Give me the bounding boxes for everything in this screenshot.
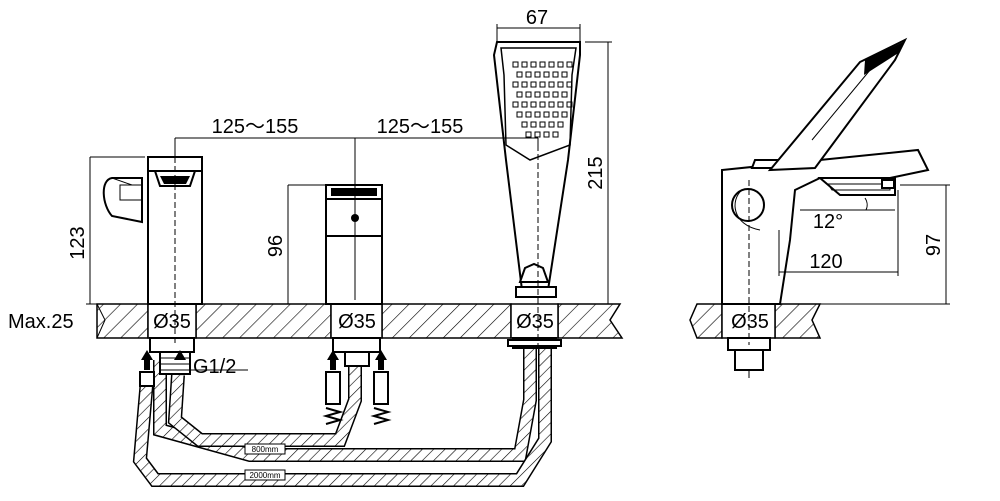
nozzle	[548, 81, 555, 88]
nozzle	[516, 111, 523, 118]
deck-thickness-label: Max.25	[8, 311, 74, 333]
spout-angle-label: 12°	[813, 211, 843, 233]
nozzle	[516, 71, 523, 78]
nozzle	[539, 61, 546, 68]
nozzle	[561, 111, 568, 118]
nozzle	[521, 101, 528, 108]
hole-diameter-3: Ø35	[516, 311, 554, 333]
nozzle	[566, 61, 573, 68]
spacing-right-label: 125～155	[377, 116, 464, 138]
nozzle	[552, 91, 559, 98]
nozzle	[561, 71, 568, 78]
nozzle	[543, 131, 550, 138]
hose-label-long: 2000mm	[249, 471, 280, 480]
nozzle-grid	[512, 61, 573, 138]
nozzle	[525, 131, 532, 138]
nozzle	[525, 71, 532, 78]
nozzle	[566, 81, 573, 88]
nozzle	[552, 131, 559, 138]
nozzle	[530, 101, 537, 108]
nozzle	[521, 121, 528, 128]
nozzle	[548, 101, 555, 108]
nozzle	[521, 81, 528, 88]
nozzle	[552, 71, 559, 78]
deck-side	[689, 303, 822, 339]
nozzle	[530, 81, 537, 88]
nozzle	[530, 121, 537, 128]
nozzle	[539, 81, 546, 88]
nozzle	[561, 91, 568, 98]
nozzle	[534, 111, 541, 118]
spout-height-label: 97	[923, 234, 945, 256]
nozzle	[521, 61, 528, 68]
spout-reach-label: 120	[809, 251, 842, 273]
nozzle	[548, 121, 555, 128]
mixer-front	[102, 156, 203, 305]
nozzle	[543, 71, 550, 78]
nozzle	[543, 111, 550, 118]
hole-diameter-2: Ø35	[338, 311, 376, 333]
dimension-lines	[86, 24, 950, 371]
hole-diameter-side: Ø35	[731, 311, 769, 333]
handshower-width-label: 67	[526, 7, 548, 29]
underdeck-fittings	[139, 337, 771, 425]
hoses: 800mm 2000mm	[132, 348, 552, 487]
nozzle	[512, 81, 519, 88]
nozzle	[552, 111, 559, 118]
nozzle	[525, 111, 532, 118]
nozzle	[525, 91, 532, 98]
spout-side-view	[721, 37, 930, 305]
handshower-front	[492, 41, 581, 298]
hose-label-short: 800mm	[252, 445, 279, 454]
nozzle	[534, 131, 541, 138]
nozzle	[512, 101, 519, 108]
nozzle	[534, 91, 541, 98]
nozzle	[543, 91, 550, 98]
deck-front	[96, 303, 624, 339]
nozzle	[539, 121, 546, 128]
thread-label: G1/2	[193, 356, 236, 378]
nozzle	[539, 101, 546, 108]
diverter-height-label: 96	[265, 235, 287, 257]
nozzle	[534, 71, 541, 78]
dimension-labels: 125～155 125～155 67 215 123 96 Max.25 Ø35…	[8, 7, 945, 378]
nozzle	[557, 101, 564, 108]
nozzle	[566, 101, 573, 108]
nozzle	[512, 61, 519, 68]
spacing-left-label: 125～155	[212, 116, 299, 138]
nozzle	[516, 91, 523, 98]
nozzle	[557, 81, 564, 88]
hole-diameter-1: Ø35	[153, 311, 191, 333]
nozzle	[548, 61, 555, 68]
nozzle	[557, 61, 564, 68]
mixer-height-label: 123	[67, 226, 89, 259]
nozzle	[557, 121, 564, 128]
nozzle	[530, 61, 537, 68]
handshower-height-label: 215	[585, 156, 607, 189]
diverter-front	[325, 184, 383, 305]
